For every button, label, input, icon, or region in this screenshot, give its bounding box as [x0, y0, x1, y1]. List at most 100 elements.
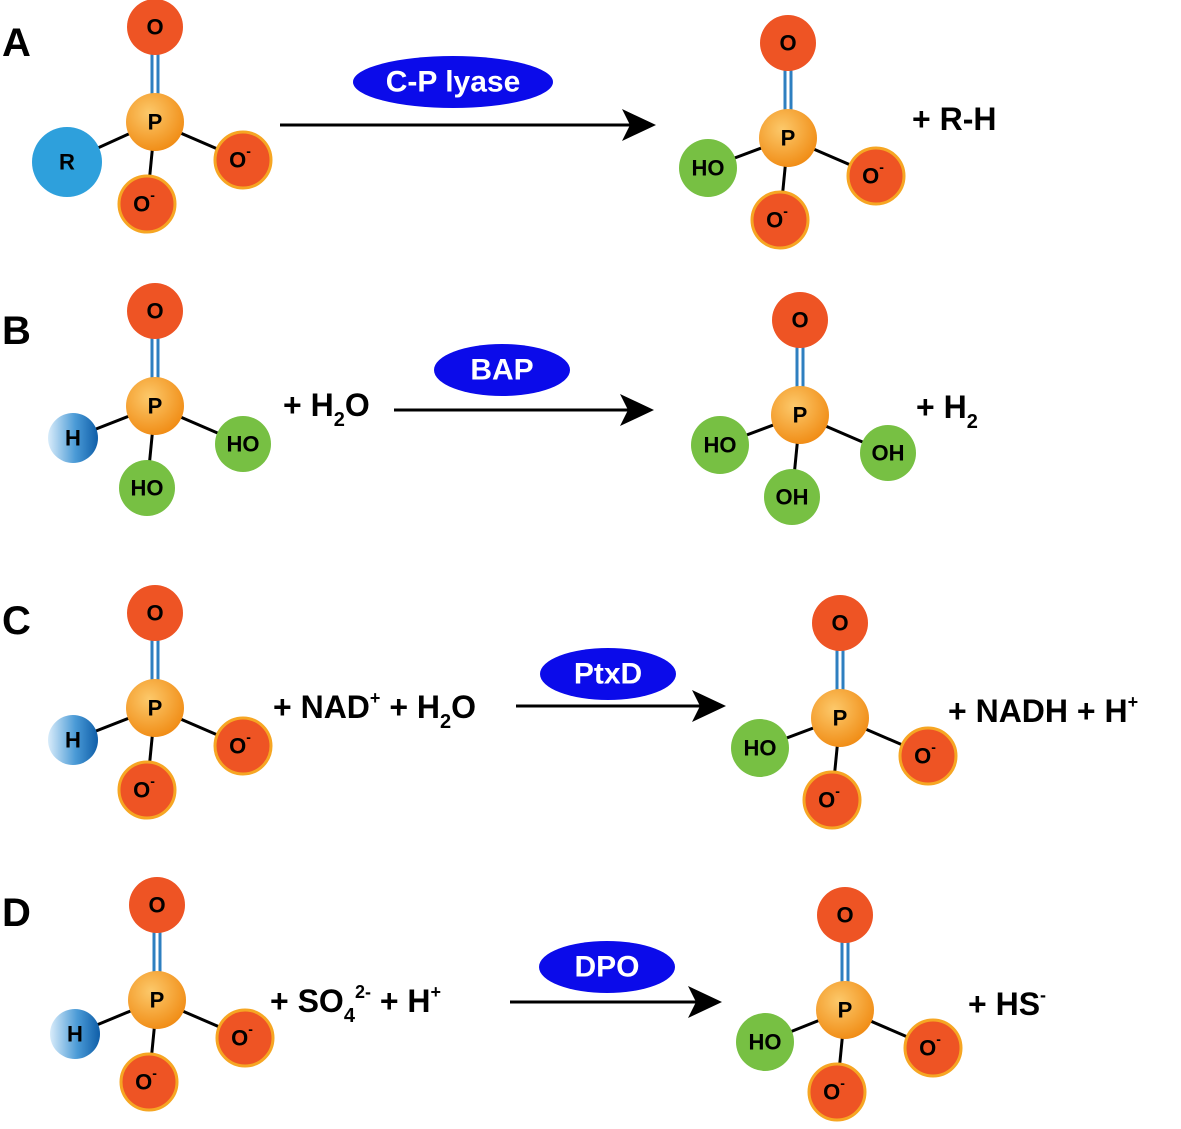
oxide-atom: O- [215, 1008, 275, 1068]
oxide-label: O- [133, 773, 155, 803]
phosphorus-circle [811, 689, 869, 747]
enzyme-badge: C-P lyase [353, 56, 553, 108]
oxygen-circle [760, 15, 816, 71]
oxide-label: O- [818, 783, 840, 813]
oxide-circle [802, 770, 862, 830]
phosphorus-circle [816, 981, 874, 1039]
charge-label: - [246, 729, 251, 745]
oxide-label: O- [135, 1065, 157, 1095]
hydroxyl-atom: HO [731, 719, 789, 777]
oxide-label: O- [823, 1075, 845, 1105]
oxide-label: O- [766, 203, 788, 233]
charge-label: - [936, 1031, 941, 1047]
hydroxyl-atom: HO [119, 460, 175, 516]
term-part: O [345, 387, 370, 423]
hydroxyl-circle [119, 460, 175, 516]
oxide-atom: O- [750, 190, 810, 250]
hydrogen-label: H [65, 426, 81, 451]
phosphorus-label: P [833, 706, 848, 731]
oxide-label: O- [231, 1021, 253, 1051]
oxygen-circle [129, 877, 185, 933]
oxygen-atom: O [129, 877, 185, 933]
product-term: + R-H [912, 101, 996, 137]
oxygen-label: O [146, 15, 163, 40]
phosphorus-atom: P [816, 981, 874, 1039]
hydroxyl-right-atom: OH [860, 425, 916, 481]
oxide-circle [807, 1062, 867, 1122]
phosphorus-circle [759, 109, 817, 167]
oxygen-circle [812, 595, 868, 651]
hydroxyl-atom: HO [691, 416, 749, 474]
hydroxyl-atom: HO [679, 139, 737, 197]
oxide-label: O- [914, 739, 936, 769]
term-part: + HS [968, 986, 1040, 1022]
oxide-atom: O- [213, 716, 273, 776]
term-part: + [431, 982, 442, 1002]
oxygen-circle [127, 0, 183, 55]
hydrogen-label: H [67, 1022, 83, 1047]
panel-label: C [2, 599, 31, 643]
reactant-term: + SO42- + H+ [270, 982, 441, 1027]
hydroxyl-circle [679, 139, 737, 197]
charge-label: - [879, 159, 884, 175]
hydroxyl-circle [731, 719, 789, 777]
hydroxyl-right-atom: OH [764, 469, 820, 525]
hydroxyl-atom: HO [215, 416, 271, 472]
reaction-arrow [280, 109, 656, 141]
oxide-circle [903, 1018, 963, 1078]
oxygen-atom: O [127, 0, 183, 55]
oxygen-circle [127, 283, 183, 339]
oxide-atom: O- [846, 146, 906, 206]
enzyme-badge: BAP [434, 344, 570, 396]
hydroxyl-circle [691, 416, 749, 474]
hydroxyl-atom: HO [736, 1013, 794, 1071]
charge-label: - [246, 143, 251, 159]
reactant-molecule: O H O- O- P [50, 877, 275, 1112]
enzyme-badge: DPO [539, 941, 675, 993]
oxygen-label: O [779, 31, 796, 56]
arrow-head [620, 394, 654, 426]
oxide-label: O- [133, 187, 155, 217]
reactant-term: + H2O [283, 387, 370, 431]
product-molecule: O HO O- O- P [679, 15, 906, 250]
term-part: + H [371, 983, 431, 1019]
term-part: - [1040, 985, 1046, 1005]
oxide-atom: O- [898, 726, 958, 786]
phosphorus-label: P [148, 696, 163, 721]
oxygen-circle [127, 585, 183, 641]
hydrogen-atom: H [50, 1009, 100, 1059]
oxide-atom: O- [117, 760, 177, 820]
charge-label: - [150, 187, 155, 203]
reaction-arrow [394, 394, 654, 426]
oxide-circle [117, 760, 177, 820]
oxide-circle [117, 174, 177, 234]
enzyme-ellipse [353, 56, 553, 108]
hydroxyl-label: OH [776, 485, 809, 510]
oxygen-circle [817, 887, 873, 943]
phosphorus-atom: P [128, 971, 186, 1029]
hydroxyl-label: HO [692, 156, 725, 181]
hydroxyl-label: HO [744, 736, 777, 761]
hydroxyl-label: HO [131, 476, 164, 501]
phosphorus-circle [771, 386, 829, 444]
oxygen-label: O [791, 308, 808, 333]
charge-label: - [835, 783, 840, 799]
oxide-circle [846, 146, 906, 206]
phosphorus-atom: P [759, 109, 817, 167]
oxide-atom: O- [807, 1062, 867, 1122]
oxygen-circle [772, 292, 828, 348]
charge-label: - [152, 1065, 157, 1081]
term-part: + H [916, 389, 967, 425]
reactant-term: + NAD+ + H2O [273, 688, 476, 733]
hydroxyl-label: HO [227, 432, 260, 457]
term-part: + [370, 688, 381, 708]
oxide-atom: O- [213, 130, 273, 190]
hydrogen-atom: H [48, 715, 98, 765]
oxygen-label: O [831, 611, 848, 636]
hydrogen-circle [48, 413, 98, 463]
charge-label: - [840, 1075, 845, 1091]
arrow-head [688, 986, 722, 1018]
